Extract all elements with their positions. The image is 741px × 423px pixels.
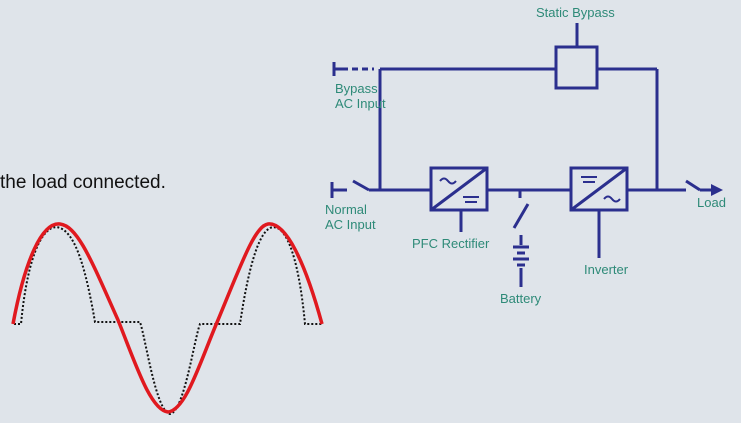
- battery-label: Battery: [500, 291, 542, 306]
- load-label: Load: [697, 195, 726, 210]
- inverter-ac-symbol: [603, 195, 621, 203]
- inverter-label: Inverter: [584, 262, 629, 277]
- battery-switch: [512, 203, 530, 229]
- normal-input-switch: [352, 179, 370, 192]
- stepped-waveform: [14, 226, 322, 416]
- normal-input-label-line1: Normal: [325, 202, 367, 217]
- bypass-input-label-line2: AC Input: [335, 96, 386, 111]
- sine-waveform: [11, 222, 324, 414]
- static-bypass-label: Static Bypass: [536, 5, 615, 20]
- normal-input-label-line2: AC Input: [325, 217, 376, 232]
- description-text: the load connected.: [0, 172, 166, 193]
- pfc-rectifier-label: PFC Rectifier: [412, 236, 490, 251]
- rectifier-ac-symbol: [439, 177, 457, 185]
- bypass-input-label-line1: Bypass: [335, 81, 378, 96]
- load-arrow-icon: [711, 184, 723, 196]
- output-switch: [685, 179, 701, 192]
- rectifier-diagonal: [430, 166, 488, 212]
- static-bypass-switch: [554, 45, 599, 90]
- inverter-diagonal: [570, 166, 628, 212]
